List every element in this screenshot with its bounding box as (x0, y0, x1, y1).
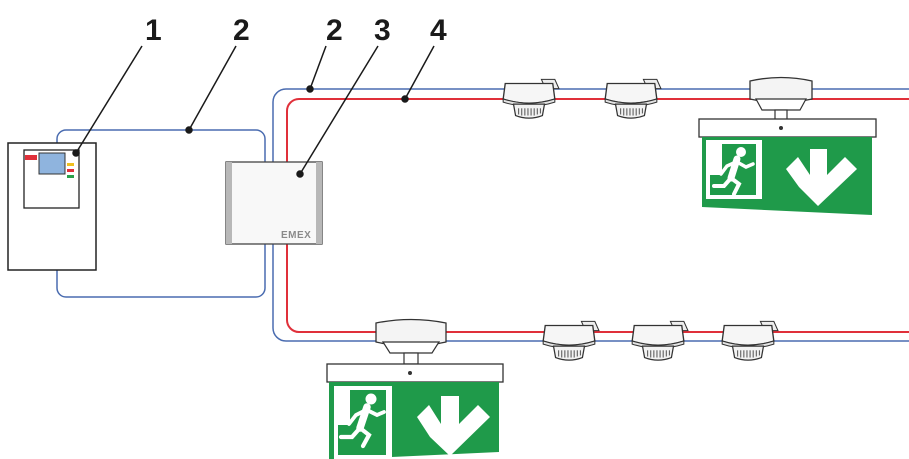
module-brand-label: EMEX (281, 230, 311, 241)
smoke-detector-icon (721, 320, 779, 361)
smoke-detector-icon (502, 78, 560, 119)
callout-2: 2 (326, 14, 343, 47)
running-man-icon (334, 386, 392, 459)
leader-line-2b (309, 45, 327, 90)
smoke-detector-icon (631, 320, 689, 361)
exit-sign (326, 318, 504, 459)
running-man-icon (706, 140, 762, 199)
callout-4: 4 (430, 14, 447, 47)
panel-red-indicator (25, 155, 37, 160)
running-man-figure (712, 147, 755, 196)
leader-line-4 (404, 45, 435, 100)
arrow-down-icon (786, 149, 857, 206)
leader-line-1 (75, 45, 143, 154)
loop-module: EMEX (225, 161, 323, 245)
panel-display (38, 152, 66, 175)
panel-led-green (67, 175, 74, 178)
callout-3: 3 (374, 14, 391, 47)
leader-line-2a (188, 45, 237, 131)
exit-sign (698, 76, 877, 215)
running-man-figure (338, 393, 386, 449)
control-panel (7, 142, 97, 271)
panel-led-red (67, 169, 74, 172)
panel-led-yellow (67, 163, 74, 166)
arrow-down-icon (417, 396, 490, 456)
leader-line-3 (299, 45, 379, 175)
smoke-detector-icon (604, 78, 662, 119)
callout-1: 1 (145, 14, 162, 47)
smoke-detector-icon (542, 320, 600, 361)
callout-2: 2 (233, 14, 250, 47)
